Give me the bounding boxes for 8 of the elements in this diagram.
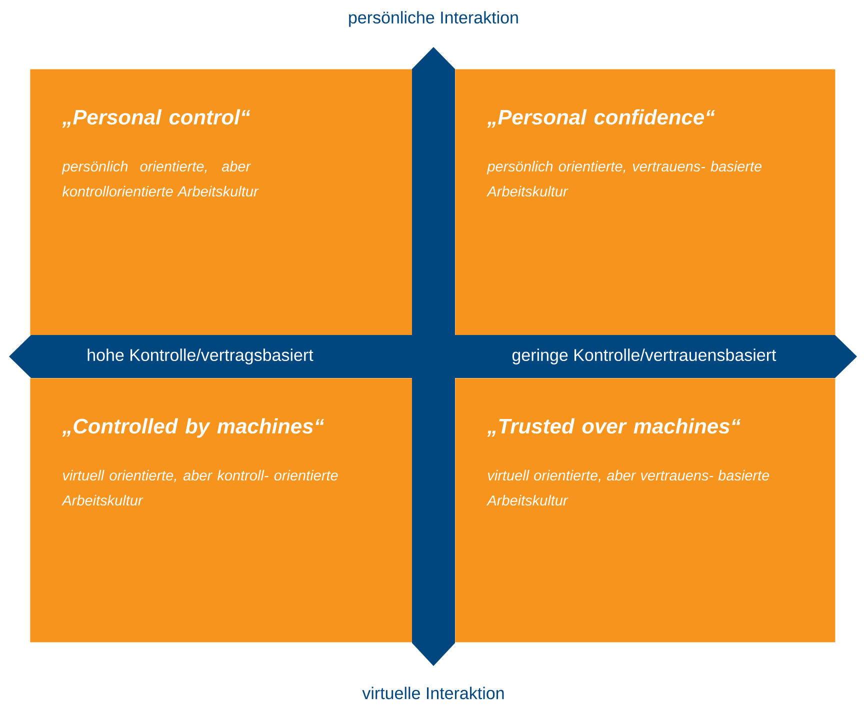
axis-label: persönliche Interaktion xyxy=(349,11,518,27)
axis-label: hohe Kontrolle/vertragsbasiert xyxy=(88,348,314,364)
axis-label: geringe Kontrolle/vertrauensbasiert xyxy=(512,348,776,364)
quadrant-box: „Controlled by machines“ virtuell orientierte, aber kontroll- orientierte Arbeitskultur xyxy=(30,378,412,642)
quadrant-box: „Trusted over machines“ virtuell orientierte, aber vertrauens- basierte Arbeitskultur xyxy=(455,378,836,642)
quadrant-box: „Personal control“ persönlich orientierte, aber kontrollorientierte Arbeitskultur xyxy=(30,69,412,336)
axis-label: virtuelle Interaktion xyxy=(362,686,504,700)
quadrant-box: „Personal confidence“ persönlich orientierte, vertrauens- basierte Arbeitskultur xyxy=(455,69,836,336)
